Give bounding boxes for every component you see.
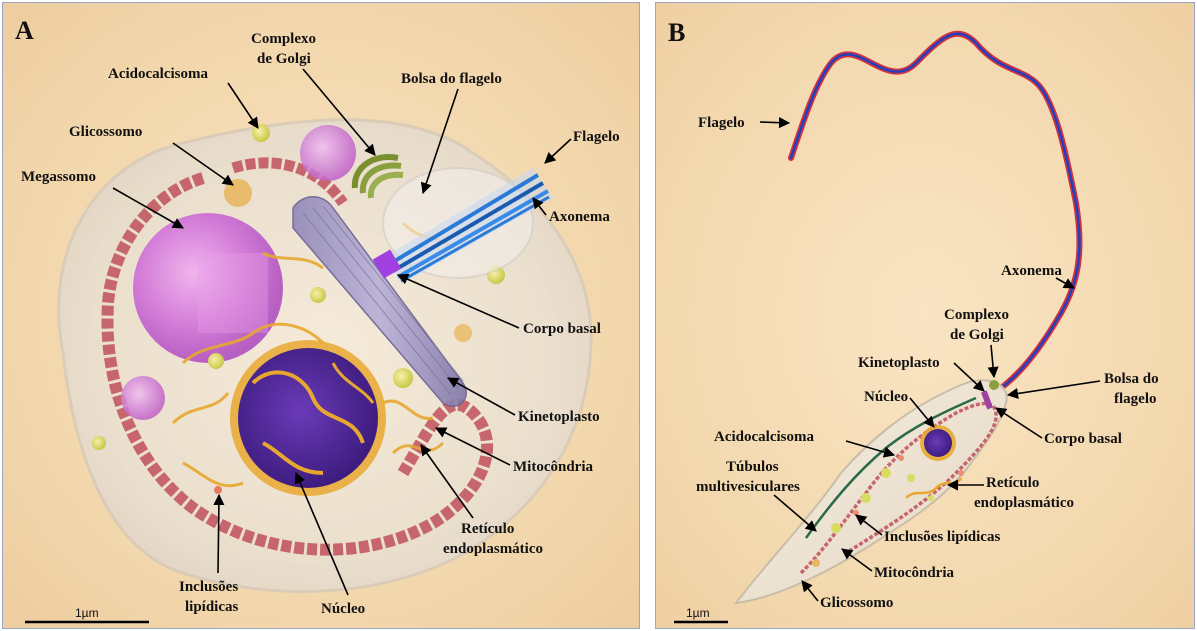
label-glicossomo: Glicossomo xyxy=(69,124,142,140)
label-golgi-line2: de Golgi xyxy=(257,51,311,67)
label-bolsa-flagelo: Bolsa do flagelo xyxy=(401,71,502,87)
label-corpo-basal: Corpo basal xyxy=(523,321,601,337)
panel-a-letter: A xyxy=(15,16,34,45)
label-reticulo-line2: endoplasmático xyxy=(443,541,543,557)
label-glicossomo: Glicossomo xyxy=(820,595,893,611)
label-axonema: Axonema xyxy=(549,209,610,225)
nucleus xyxy=(230,340,386,496)
label-acidocalcisoma: Acidocalcisoma xyxy=(108,66,208,82)
label-corpo-basal: Corpo basal xyxy=(1044,431,1122,447)
label-inclusoes-line2: lipídicas xyxy=(185,599,239,615)
panel-a: A Acidocalcisoma Complexo de Golgi Bolsa… xyxy=(2,2,640,629)
label-golgi-line1: Complexo xyxy=(944,307,1009,323)
label-inclusoes-line1: Inclusões xyxy=(179,579,238,595)
label-nucleo: Núcleo xyxy=(864,389,908,405)
label-reticulo-line2: endoplasmático xyxy=(974,495,1074,511)
label-golgi-line1: Complexo xyxy=(251,31,316,47)
label-mitocondria: Mitocôndria xyxy=(874,565,954,581)
panel-b-letter: B xyxy=(668,18,685,47)
label-tubulos-line2: multivesiculares xyxy=(696,479,800,495)
golgi-complex xyxy=(989,380,999,390)
label-megassomo: Megassomo xyxy=(21,169,96,185)
label-acidocalcisoma: Acidocalcisoma xyxy=(714,429,814,445)
panel-b-illustration: B Flagelo Axonema Complexo de Golgi Kine… xyxy=(656,3,1195,629)
panel-a-scale-bar: 1µm xyxy=(25,606,149,622)
label-kinetoplasto: Kinetoplasto xyxy=(858,355,940,371)
svg-text:1µm: 1µm xyxy=(686,606,710,620)
label-reticulo-line1: Retículo xyxy=(986,475,1039,491)
label-bolsa-line1: Bolsa do xyxy=(1104,371,1159,387)
panel-b: B Flagelo Axonema Complexo de Golgi Kine… xyxy=(655,2,1195,629)
panel-b-scale-bar: 1µm xyxy=(674,606,728,622)
label-golgi-line2: de Golgi xyxy=(950,327,1004,343)
label-nucleo: Núcleo xyxy=(321,601,365,617)
label-axonema: Axonema xyxy=(1001,263,1062,279)
label-mitocondria: Mitocôndria xyxy=(513,459,593,475)
label-bolsa-line2: flagelo xyxy=(1114,391,1157,407)
label-tubulos-line1: Túbulos xyxy=(726,459,779,475)
label-kinetoplasto: Kinetoplasto xyxy=(518,409,600,425)
label-reticulo-line1: Retículo xyxy=(461,521,514,537)
nucleus xyxy=(920,425,956,461)
panel-a-illustration: A Acidocalcisoma Complexo de Golgi Bolsa… xyxy=(3,3,640,629)
label-flagelo: Flagelo xyxy=(573,129,620,145)
glycosome xyxy=(224,179,252,207)
flagellum xyxy=(791,34,1080,388)
label-flagelo: Flagelo xyxy=(698,115,745,131)
svg-text:1µm: 1µm xyxy=(75,606,99,620)
label-inclusoes: Inclusões lipídicas xyxy=(884,529,1000,545)
